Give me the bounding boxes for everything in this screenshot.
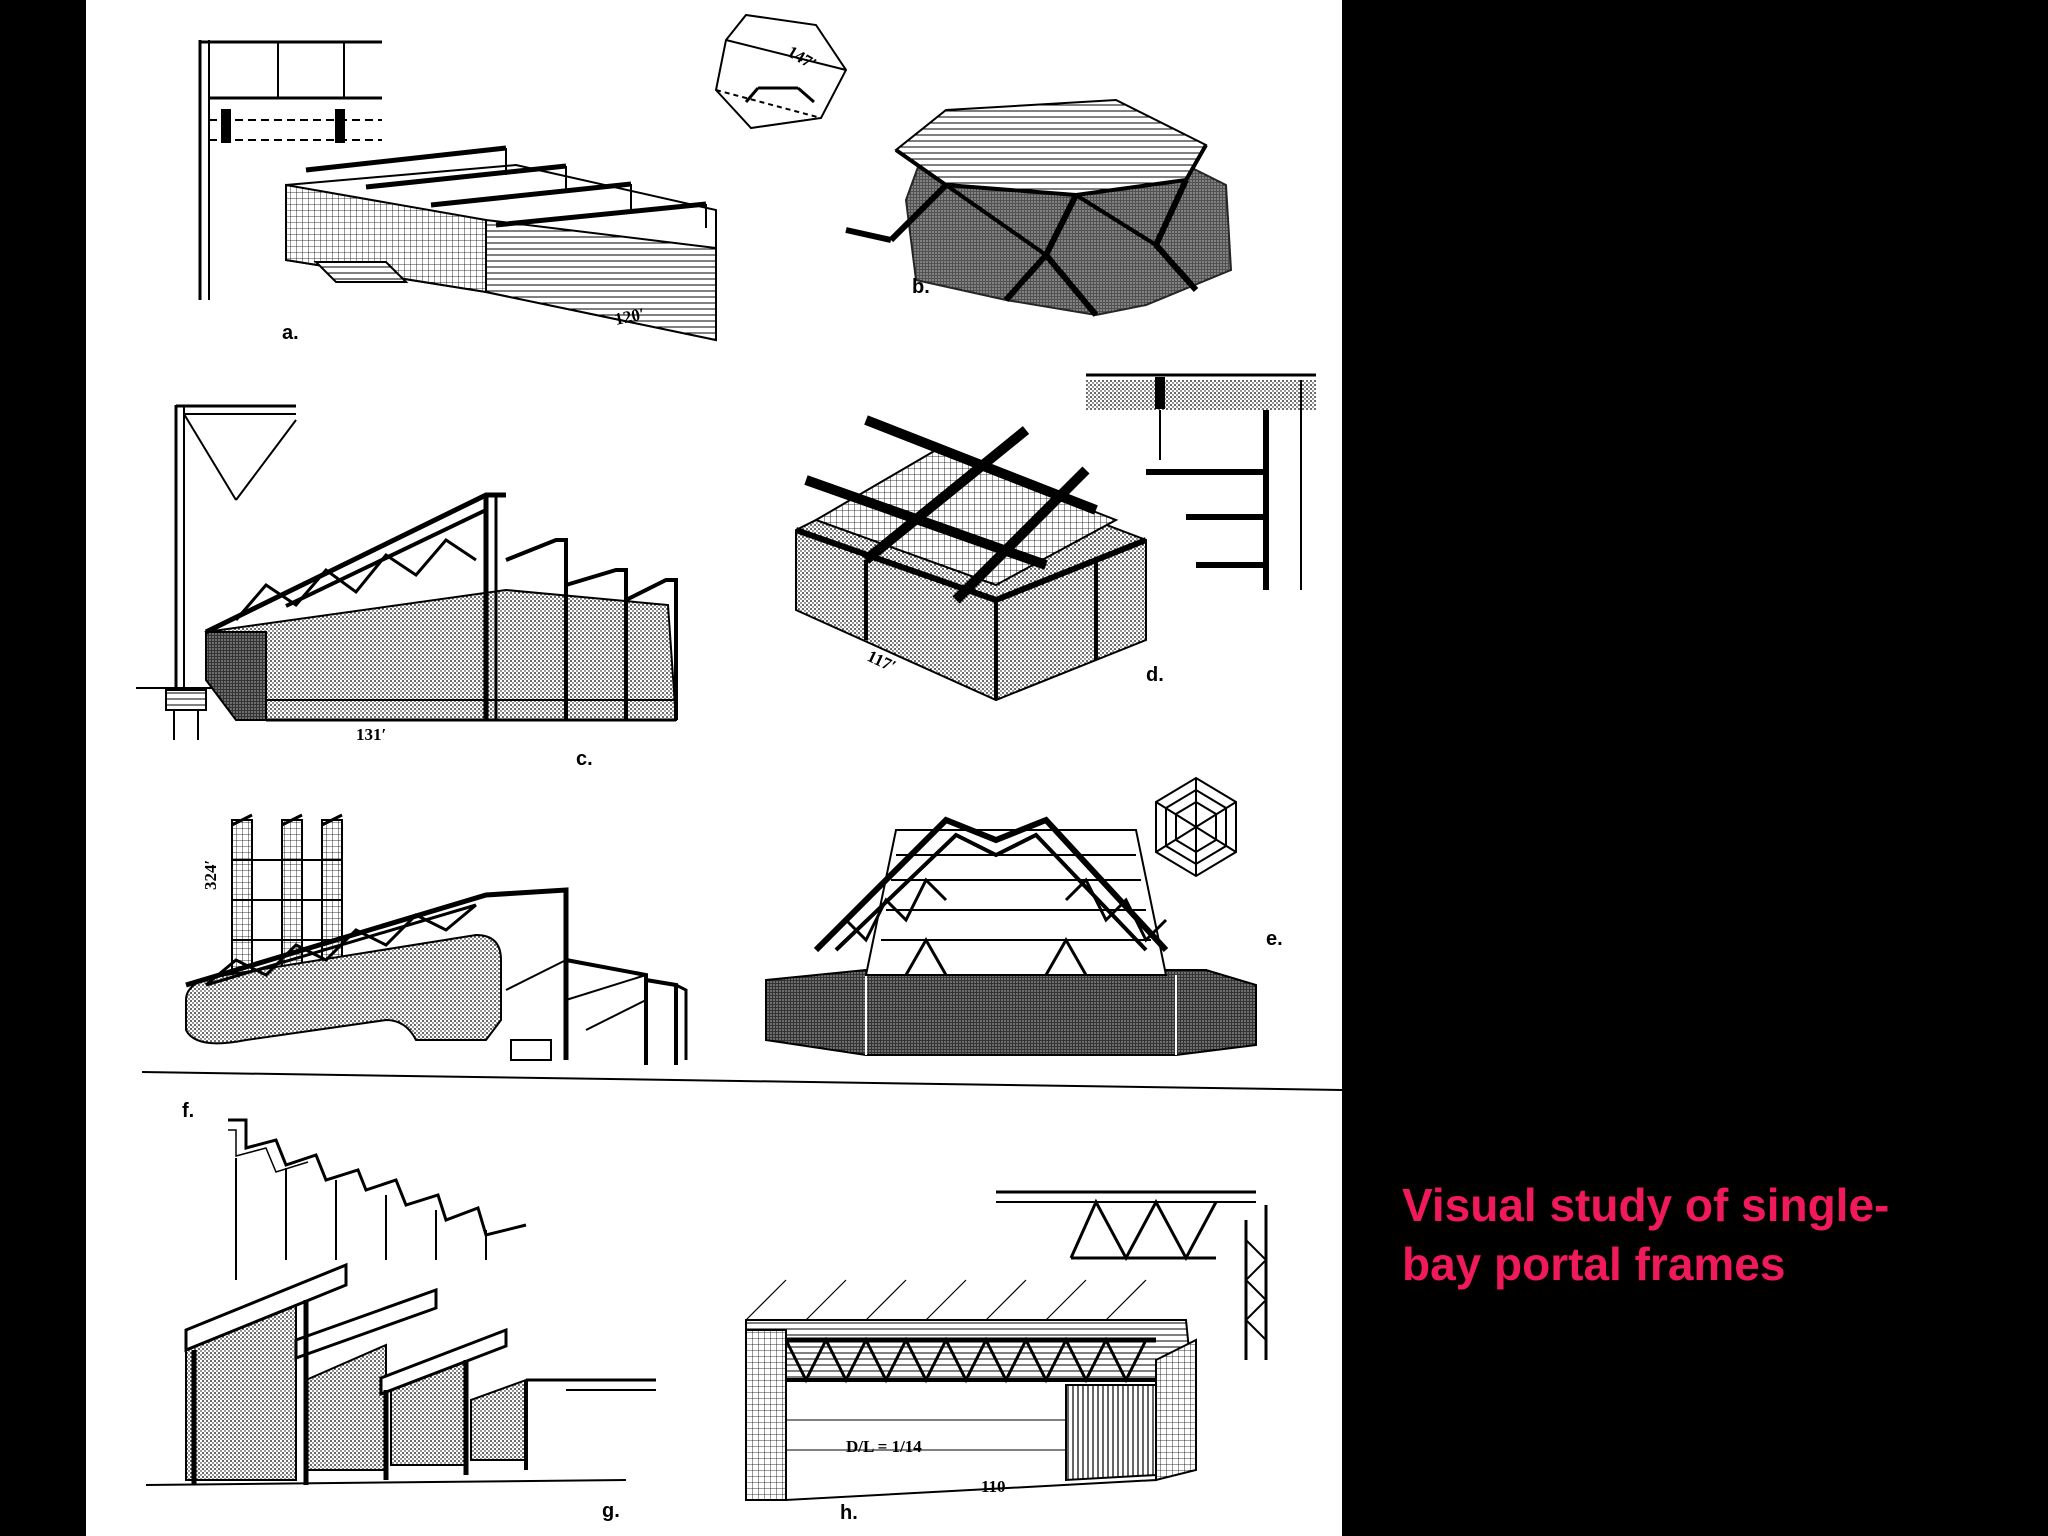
figure-g-drawing bbox=[145, 1118, 656, 1486]
caption-c: c. bbox=[576, 748, 593, 770]
illustration-plate: 120′ 147′ bbox=[86, 0, 1342, 1536]
caption-e: e. bbox=[1266, 928, 1283, 950]
figure-d-drawing: 117′ bbox=[795, 373, 1316, 702]
figure-h-drawing: D/L = 1/14 110 bbox=[745, 1190, 1268, 1502]
figure-c-drawing: 131′ bbox=[136, 404, 678, 744]
figure-a-drawing: 120′ bbox=[198, 40, 717, 342]
caption-g: g. bbox=[602, 1500, 620, 1522]
slide-title: Visual study of single-bay portal frames bbox=[1402, 1179, 1890, 1290]
figure-c-dimension: 131′ bbox=[356, 725, 386, 744]
figure-b-drawing: 147′ bbox=[714, 13, 1233, 317]
portal-frame-drawings: 120′ 147′ bbox=[136, 13, 1342, 1502]
figure-h-span: 110 bbox=[981, 1477, 1006, 1496]
caption-d: d. bbox=[1146, 664, 1164, 686]
figure-e-drawing bbox=[765, 776, 1257, 1056]
figure-f-drawing: 324′ bbox=[141, 813, 1342, 1091]
caption-a: a. bbox=[282, 322, 299, 344]
caption-h: h. bbox=[840, 1502, 858, 1524]
figure-f-dimension: 324′ bbox=[201, 860, 220, 890]
caption-f: f. bbox=[182, 1100, 195, 1122]
figure-h-ratio: D/L = 1/14 bbox=[846, 1437, 922, 1456]
caption-b: b. bbox=[912, 276, 930, 298]
